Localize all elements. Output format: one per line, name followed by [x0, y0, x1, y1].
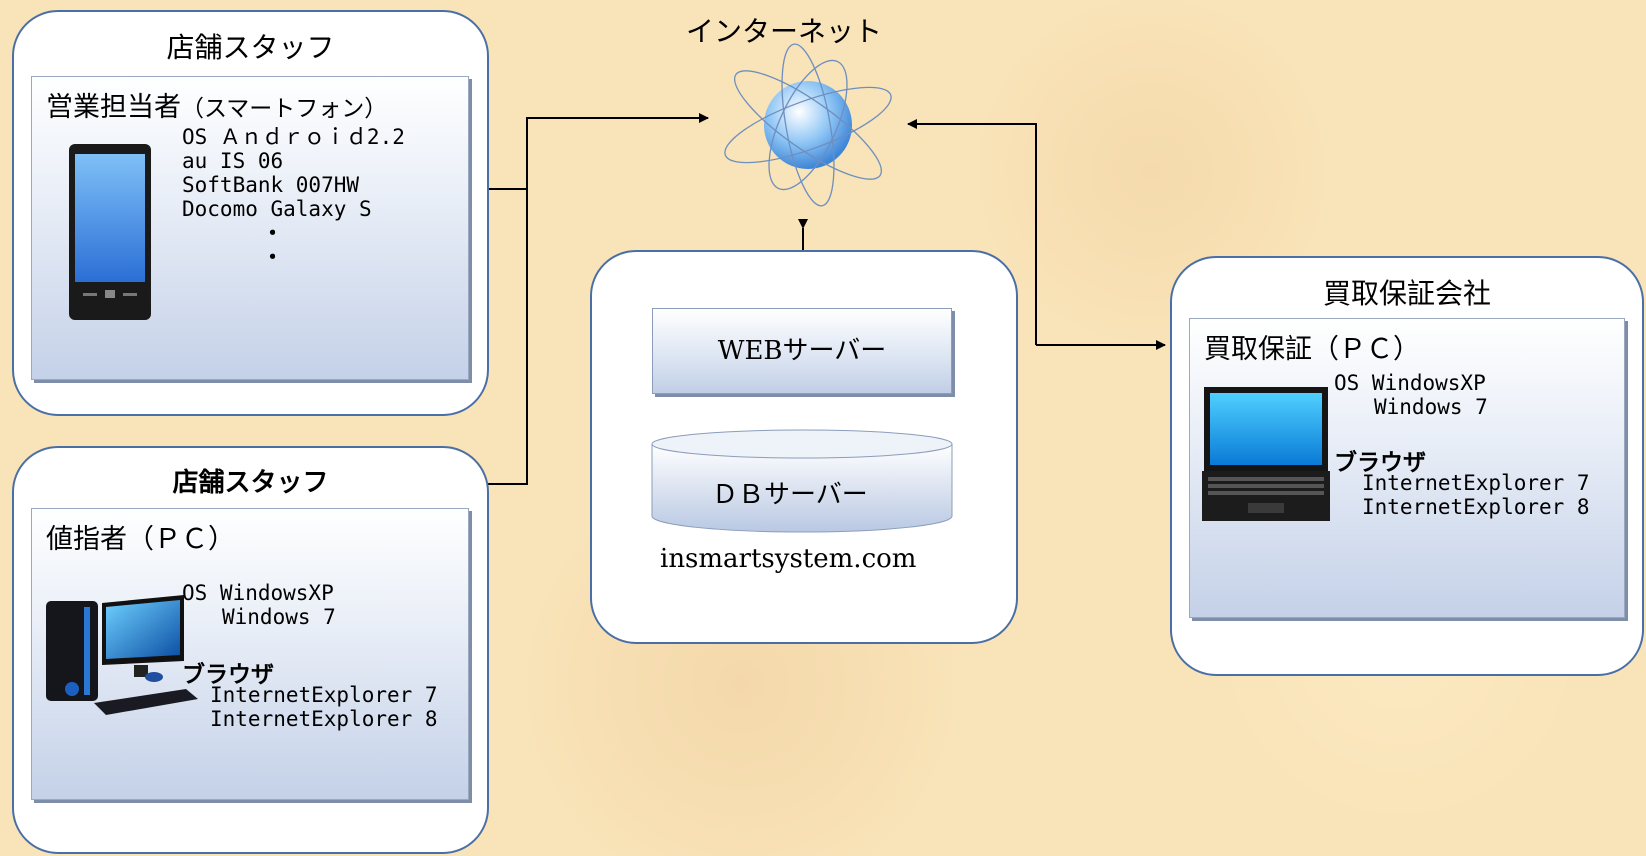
laptop-icon: [1202, 387, 1330, 521]
browser-1: InternetExplorer 7: [1362, 471, 1590, 495]
desktop-pc-icon: [46, 595, 198, 715]
spec-line-3: SoftBank 007HW: [182, 173, 360, 197]
panel-title: 値指者（ＰＣ）: [46, 524, 235, 555]
smartphone-icon: [69, 144, 151, 320]
panel-title: 買取保証（ＰＣ）: [1204, 334, 1420, 365]
link-mobile-internet: [526, 113, 709, 189]
ellipsis-dot-1: ・: [262, 221, 283, 245]
db-server-cylinder: [651, 429, 953, 533]
server-group: WEBサーバー ＤＢサーバー insmartsystem.com: [590, 250, 1018, 644]
group-title: 店舗スタッフ: [166, 31, 335, 64]
pricer-panel: 値指者（ＰＣ） OS WindowsXP Windows 7 ブラウザ Inte…: [31, 508, 469, 800]
panel-title-suffix: （スマートフォン）: [181, 96, 388, 122]
group-title: 店舗スタッフ: [172, 468, 329, 498]
panel-title: 営業担当者（スマートフォン）: [46, 85, 387, 124]
web-server-label: WEBサーバー: [717, 336, 887, 366]
link-guarantor-internet: [907, 119, 1037, 345]
group-title: 買取保証会社: [1322, 277, 1491, 310]
browser-label: ブラウザ: [1334, 450, 1426, 476]
browser-label: ブラウザ: [182, 662, 274, 688]
spec-line-1: OS Ａｎｄｒｏｉｄ2.2: [182, 125, 405, 149]
browser-2: InternetExplorer 8: [1362, 495, 1590, 519]
spec-line-4: Docomo Galaxy S: [182, 197, 372, 221]
os-label: OS WindowsXP: [182, 581, 334, 605]
guarantor-panel: 買取保証（ＰＣ） OS WindowsXP Windows 7 ブラウザ Int…: [1189, 318, 1625, 618]
domain-label: insmartsystem.com: [660, 544, 917, 574]
web-server-box: WEBサーバー: [652, 308, 952, 394]
spec-line-2: au IS 06: [182, 149, 284, 173]
ellipsis-dot-2: ・: [262, 245, 283, 269]
db-server-label: ＤＢサーバー: [712, 480, 868, 510]
sales-rep-panel: 営業担当者（スマートフォン） OS Ａｎｄｒｏｉｄ2.2 au IS 06 So…: [31, 76, 469, 380]
internet-label: インターネット: [686, 15, 883, 48]
panel-title-main: 営業担当者: [46, 92, 181, 123]
browser-2: InternetExplorer 8: [210, 707, 438, 731]
store-staff-pc-group: 店舗スタッフ 値指者（ＰＣ） OS WindowsXP Windows 7 ブラ…: [12, 446, 489, 854]
store-staff-mobile-group: 店舗スタッフ 営業担当者（スマートフォン） OS Ａｎｄｒｏｉｄ2.2 au I…: [12, 10, 489, 416]
browser-1: InternetExplorer 7: [210, 683, 438, 707]
purchase-guarantor-group: 買取保証会社 買取保証（ＰＣ） OS WindowsXP Windows 7 ブ…: [1170, 256, 1644, 676]
os-alt: Windows 7: [222, 605, 336, 629]
os-alt: Windows 7: [1374, 395, 1488, 419]
os-label: OS WindowsXP: [1334, 371, 1486, 395]
